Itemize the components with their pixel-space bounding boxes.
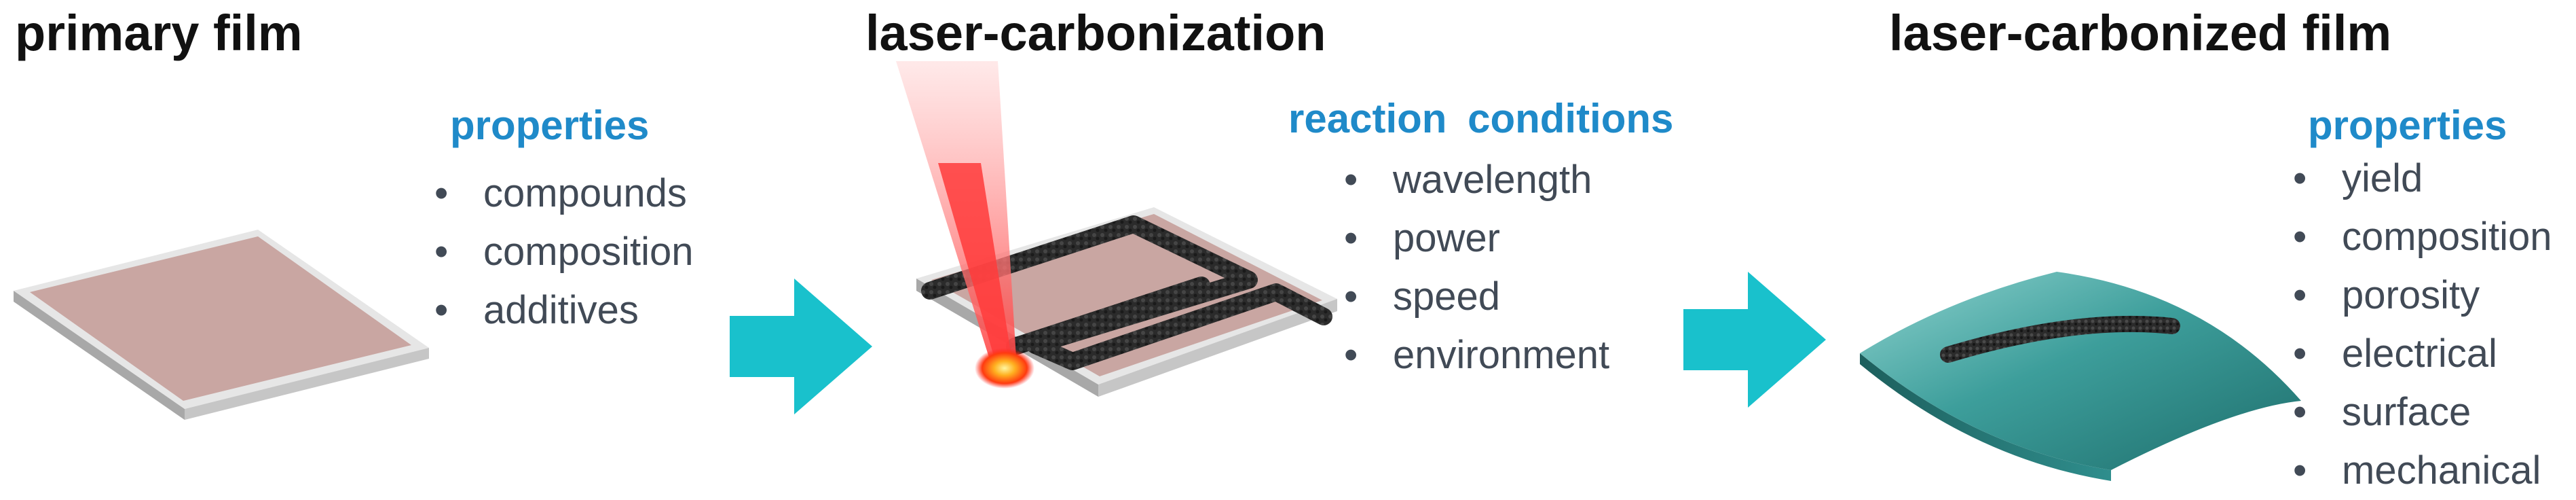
bullet-icon: • bbox=[434, 230, 449, 274]
bullet-icon: • bbox=[1344, 158, 1358, 202]
bullet-icon: • bbox=[2293, 332, 2307, 376]
list-item: •porosity bbox=[2293, 266, 2552, 325]
laser-beam-core bbox=[938, 163, 1013, 365]
list-item: •speed bbox=[1344, 268, 1609, 326]
carbonized-properties-list: •yield •composition •porosity •electrica… bbox=[2293, 149, 2552, 500]
bullet-icon: • bbox=[1344, 274, 1358, 319]
list-item: •composition bbox=[434, 223, 693, 281]
laser-spot bbox=[975, 348, 1034, 389]
primary-film-illustration bbox=[14, 230, 429, 420]
list-item: •wavelength bbox=[1344, 151, 1609, 209]
list-item: •yield bbox=[2293, 149, 2552, 208]
bullet-icon: • bbox=[2293, 448, 2307, 493]
list-item: •compounds bbox=[434, 164, 693, 223]
bullet-icon: • bbox=[2293, 156, 2307, 200]
stage-title-laser-carbonization: laser-carbonization bbox=[865, 5, 1326, 61]
list-item: •power bbox=[1344, 209, 1609, 268]
bullet-icon: • bbox=[434, 171, 449, 215]
film-properties-list: •compounds •composition •additives bbox=[434, 164, 693, 340]
carbon-track-lower bbox=[1006, 276, 1210, 355]
laser-carbonization-illustration bbox=[896, 61, 1337, 397]
process-arrow-icon bbox=[730, 279, 872, 414]
reaction-conditions-heading: reaction conditions bbox=[1288, 96, 1674, 141]
process-arrow-icon bbox=[1683, 272, 1826, 408]
film-properties-heading: properties bbox=[450, 103, 650, 148]
list-item: •surface bbox=[2293, 383, 2552, 442]
bullet-icon: • bbox=[2293, 215, 2307, 259]
stage-title-primary-film: primary film bbox=[15, 5, 303, 61]
flexible-film-edge bbox=[1860, 353, 2111, 481]
list-item: •composition bbox=[2293, 208, 2552, 266]
carbonized-properties-heading: properties bbox=[2308, 103, 2507, 148]
substrate-side-right bbox=[1098, 299, 1337, 397]
stage-title-laser-carbonized-film: laser-carbonized film bbox=[1889, 5, 2392, 61]
list-item: •electrical bbox=[2293, 325, 2552, 383]
substrate-side-right bbox=[185, 348, 429, 420]
substrate-side-left bbox=[14, 291, 185, 420]
carbon-stripe bbox=[1940, 315, 2180, 363]
polymer-film bbox=[30, 236, 411, 401]
bullet-icon: • bbox=[434, 288, 449, 332]
list-item: •mechanical bbox=[2293, 442, 2552, 500]
carbonized-film-illustration bbox=[1860, 272, 2301, 481]
bullet-icon: • bbox=[2293, 390, 2307, 434]
flexible-film bbox=[1860, 272, 2301, 470]
bullet-icon: • bbox=[2293, 273, 2307, 317]
reaction-conditions-list: •wavelength •power •speed •environment bbox=[1344, 151, 1609, 385]
list-item: •environment bbox=[1344, 326, 1609, 385]
list-item: •additives bbox=[434, 281, 693, 340]
bullet-icon: • bbox=[1344, 333, 1358, 377]
bullet-icon: • bbox=[1344, 216, 1358, 260]
